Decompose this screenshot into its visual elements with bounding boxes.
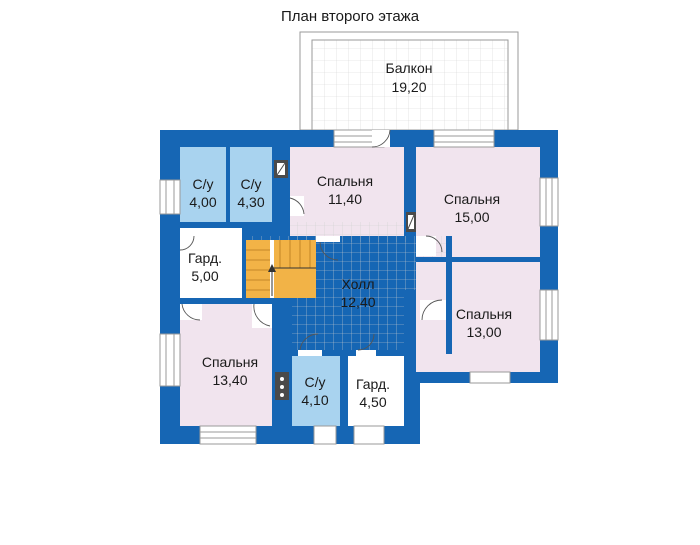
room-fills (180, 147, 540, 426)
bath1-name: С/у (193, 176, 214, 192)
page-title: План второго этажа (280, 8, 420, 25)
balcony-area: 19,20 (391, 79, 426, 95)
bedroom3-name: Спальня (456, 306, 512, 322)
bedroom2-area: 15,00 (454, 209, 489, 225)
bedroom3-area: 13,00 (466, 324, 501, 340)
wardrobe1-name: Гард. (188, 250, 222, 266)
windows (159, 129, 559, 445)
wardrobe2-area: 4,50 (359, 394, 386, 410)
balcony-name: Балкон (386, 60, 433, 76)
hall-area: 12,40 (340, 294, 375, 310)
bath2-area: 4,30 (237, 194, 264, 210)
bath1-area: 4,00 (189, 194, 216, 210)
bedroom1-area: 11,40 (328, 191, 362, 207)
vent-shafts (274, 160, 416, 400)
doors (179, 129, 446, 356)
hall-name: Холл (342, 276, 375, 292)
wardrobe1-area: 5,00 (191, 268, 218, 284)
bath3-area: 4,10 (301, 392, 328, 408)
room-labels: Балкон 19,20 С/у 4,00 С/у 4,30 Спальня 1… (188, 60, 512, 410)
balcony (299, 31, 519, 131)
bath3-name: С/у (305, 374, 326, 390)
bedroom1-name: Спальня (317, 173, 373, 189)
bedroom2-name: Спальня (444, 191, 500, 207)
wardrobe2-name: Гард. (356, 376, 390, 392)
bedroom4-area: 13,40 (212, 372, 247, 388)
bath2-name: С/у (241, 176, 262, 192)
staircase (246, 240, 316, 298)
bedroom4-name: Спальня (202, 354, 258, 370)
